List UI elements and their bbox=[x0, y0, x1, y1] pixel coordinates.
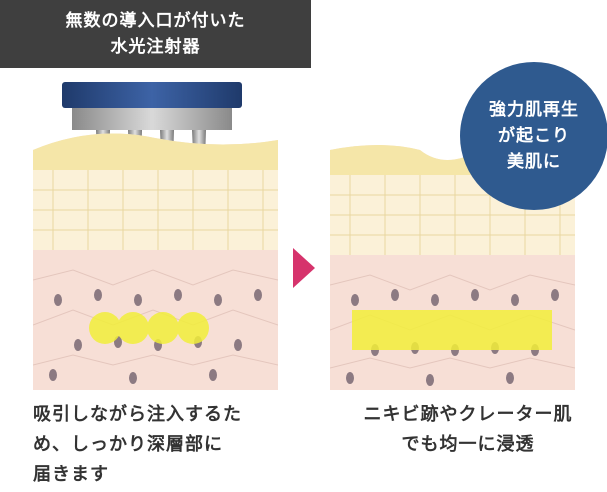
caption-right-line-2: でも均一に浸透 bbox=[401, 434, 535, 455]
right-arrow-icon bbox=[293, 248, 315, 288]
title-line-1: 無数の導入口が付いた bbox=[65, 11, 246, 31]
title-line-2: 水光注射器 bbox=[110, 37, 201, 57]
caption-left: 吸引しながら注入するた め、しっかり深層部に 届きます bbox=[33, 400, 303, 490]
injection-highlight-spots bbox=[89, 312, 209, 344]
caption-left-line-3: 届きます bbox=[33, 464, 109, 485]
title-box: 無数の導入口が付いた 水光注射器 bbox=[0, 0, 311, 68]
skin-before-panel bbox=[33, 110, 278, 390]
caption-right-line-1: ニキビ跡やクレーター肌 bbox=[363, 404, 573, 425]
badge-line-2: が起こり bbox=[498, 126, 570, 146]
result-badge: 強力肌再生 が起こり 美肌に bbox=[460, 62, 607, 210]
badge-line-3: 美肌に bbox=[507, 152, 561, 172]
caption-left-line-1: 吸引しながら注入するた bbox=[33, 404, 242, 425]
badge-line-1: 強力肌再生 bbox=[489, 100, 579, 120]
caption-left-line-2: め、しっかり深層部に bbox=[33, 434, 223, 455]
uniform-penetration-band bbox=[352, 310, 552, 350]
caption-right: ニキビ跡やクレーター肌 でも均一に浸透 bbox=[333, 400, 603, 460]
